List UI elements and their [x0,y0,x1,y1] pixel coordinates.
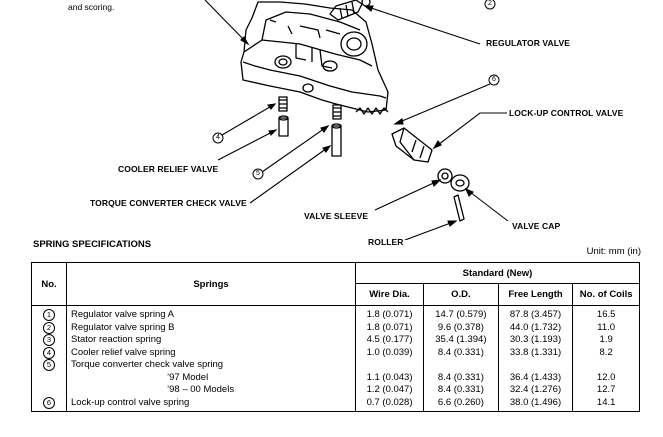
row-number-circle: 3 [43,334,55,346]
coil-count: 1.9 [572,334,640,347]
coil-count: 12.0 [572,371,640,384]
wire-dia: 1.8 (0.071) [354,321,425,334]
header-springs: Springs [66,262,356,306]
free-length: 33.8 (1.331) [497,346,574,359]
spring-model-variant: ’98 – 00 Models [66,384,356,397]
free-length: 87.8 (3.457) [497,305,574,322]
wire-dia: 1.2 (0.047) [354,384,425,397]
table-row: 5 Torque converter check valve spring [31,359,640,372]
spring-name: Regulator valve spring B [66,321,356,334]
table-row: 3 Stator reaction spring 4.5 (0.177) 35.… [31,334,640,347]
outer-diameter: 8.4 (0.331) [423,384,499,397]
row-number-circle: 5 [43,359,55,371]
coil-count: 12.7 [572,384,640,397]
section-title: SPRING SPECIFICATIONS [33,239,152,250]
label-roller: ROLLER [368,237,404,247]
spring-name: Cooler relief valve spring [66,346,356,359]
exploded-diagram: and scoring. 2 6 4 5 REGULATOR VALVE LOC… [68,0,624,247]
table-row: ’97 Model 1.1 (0.043) 8.4 (0.331) 36.4 (… [31,371,640,384]
header-od: O.D. [423,283,499,306]
row-number-circle: 6 [43,396,55,409]
free-length: 44.0 (1.732) [497,321,574,334]
coil-count: 8.2 [572,346,640,359]
header-wire-dia: Wire Dia. [354,283,425,306]
free-length: 32.4 (1.276) [497,384,574,397]
label-valve-cap: VALVE CAP [512,221,561,231]
label-torque-converter-check-valve: TORQUE CONVERTER CHECK VALVE [90,198,247,208]
label-lockup-control-valve: LOCK-UP CONTROL VALVE [509,108,624,118]
header-standard-new: Standard (New) [355,262,640,284]
table-row: 2 Regulator valve spring B 1.8 (0.071) 9… [31,321,640,334]
spring-name: Torque converter check valve spring [66,359,356,372]
table-row: ’98 – 00 Models 1.2 (0.047) 8.4 (0.331) … [31,384,640,397]
spring-name: Stator reaction spring [66,334,356,347]
header-no: No. [31,262,67,306]
callout-4: 4 [216,134,220,141]
table-row: 1 Regulator valve spring A 1.8 (0.071) 1… [31,305,640,322]
coil-count: 14.1 [572,396,640,412]
label-regulator-valve: REGULATOR VALVE [486,38,570,48]
cut-off-instruction-text: and scoring. [68,2,115,12]
outer-diameter: 8.4 (0.331) [423,346,499,359]
wire-dia: 4.5 (0.177) [354,334,425,347]
table-row: 4 Cooler relief valve spring 1.0 (0.039)… [31,346,640,359]
wire-dia [354,359,425,372]
spring-name: Lock-up control valve spring [66,396,356,412]
outer-diameter: 6.6 (0.260) [423,396,499,412]
header-free-length: Free Length [497,283,574,306]
free-length: 38.0 (1.496) [497,396,574,412]
label-valve-sleeve: VALVE SLEEVE [304,211,369,221]
callout-5: 5 [256,170,260,177]
free-length: 36.4 (1.433) [497,371,574,384]
unit-label: Unit: mm (in) [586,246,641,257]
coil-count: 11.0 [572,321,640,334]
callout-2: 2 [488,0,492,7]
outer-diameter [423,359,499,372]
outer-diameter: 9.6 (0.378) [423,321,499,334]
row-number-circle: 4 [43,346,55,359]
wire-dia: 1.8 (0.071) [354,305,425,322]
coil-count [572,359,640,372]
row-number-circle: 1 [43,309,55,321]
free-length: 30.3 (1.193) [497,334,574,347]
table-row: 6 Lock-up control valve spring 0.7 (0.02… [31,396,640,412]
row-number-circle: 2 [43,321,55,334]
spring-name: Regulator valve spring A [66,305,356,322]
spring-specifications-table: No. Springs Standard (New) Wire Dia. O.D… [31,262,640,412]
callout-6: 6 [492,76,496,83]
coil-count: 16.5 [572,305,640,322]
wire-dia: 1.1 (0.043) [354,371,425,384]
valve-body-illustration [204,0,509,241]
spring-model-variant: ’97 Model [66,371,356,384]
outer-diameter: 14.7 (0.579) [423,305,499,322]
wire-dia: 0.7 (0.028) [354,396,425,412]
label-cooler-relief-valve: COOLER RELIEF VALVE [118,164,219,174]
wire-dia: 1.0 (0.039) [354,346,425,359]
free-length [497,359,574,372]
header-no-of-coils: No. of Coils [572,283,640,306]
outer-diameter: 8.4 (0.331) [423,371,499,384]
outer-diameter: 35.4 (1.394) [423,334,499,347]
